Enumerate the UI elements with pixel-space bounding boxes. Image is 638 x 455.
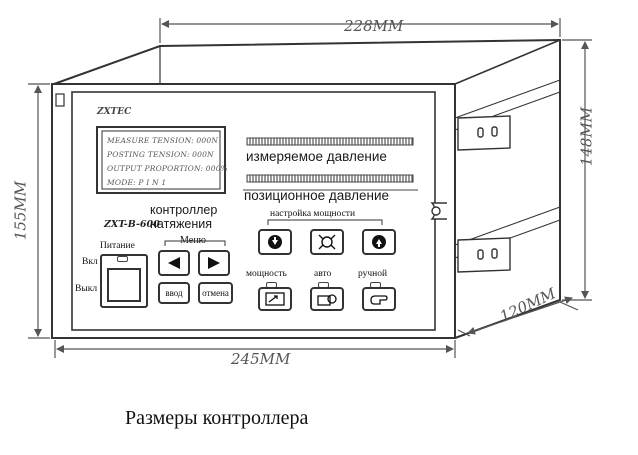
- auto-mode-button[interactable]: [310, 287, 344, 311]
- lcd-line-4: MODE: P I N 1: [107, 178, 167, 187]
- lcd-line-2: POSTING TENSION: 000N: [107, 150, 214, 159]
- dim-depth: [457, 296, 579, 337]
- side-screw: [430, 202, 447, 220]
- up-circle-icon: [372, 235, 386, 249]
- compress-arrows-icon: [318, 234, 336, 250]
- power-on-label: Вкл: [82, 257, 98, 267]
- arrow-left-icon: [168, 257, 180, 269]
- power-mode-button[interactable]: [258, 287, 292, 311]
- dim-right-label: 148MM: [577, 106, 596, 167]
- power-label: Питание: [100, 241, 135, 251]
- position-pressure-label: позиционное давление: [244, 188, 389, 203]
- power-mode-icon: [265, 292, 285, 306]
- arrow-right-icon: [208, 257, 220, 269]
- dim-left: [28, 83, 50, 339]
- dim-top-label: 228MM: [344, 17, 404, 35]
- manual-label: ручной: [358, 269, 388, 279]
- dim-left-label: 155MM: [11, 180, 30, 241]
- dim-top: [159, 18, 561, 43]
- menu-right-button[interactable]: [198, 250, 230, 276]
- power-mode-label: мощность: [246, 269, 287, 279]
- hand-icon: [370, 295, 388, 305]
- controller-label-2: натяжения: [150, 217, 213, 231]
- power-increase-button[interactable]: [362, 229, 396, 255]
- power-decrease-button[interactable]: [258, 229, 292, 255]
- cancel-button-label: отмена: [202, 288, 229, 298]
- dim-bottom-label: 245MM: [231, 350, 291, 368]
- model-label: ZXT-B-600: [104, 219, 160, 230]
- menu-left-button[interactable]: [158, 250, 190, 276]
- lcd-screen: [96, 126, 226, 194]
- power-off-label: Выкл: [75, 284, 98, 294]
- brand-logo-text: ZXTEC: [97, 107, 132, 117]
- manual-mode-button[interactable]: [362, 287, 396, 311]
- down-circle-icon: [268, 235, 282, 249]
- auto-label: авто: [314, 269, 332, 279]
- side-brackets: [457, 115, 511, 273]
- power-switch[interactable]: [100, 254, 148, 308]
- diagram-caption: Размеры контроллера: [125, 407, 309, 429]
- lcd-line-1: MEASURE TENSION: 000N: [107, 136, 219, 145]
- auto-mode-icon: [317, 294, 337, 306]
- bar-graph-strips: [243, 137, 418, 191]
- cancel-button[interactable]: отмена: [198, 282, 233, 304]
- power-switch-rocker[interactable]: [107, 268, 141, 302]
- power-setting-label: настройка мощности: [270, 209, 356, 219]
- enter-button-label: ввод: [165, 288, 183, 298]
- menu-label: Меню: [180, 235, 207, 246]
- power-reset-button[interactable]: [310, 229, 344, 255]
- dim-bottom: [54, 340, 456, 358]
- controller-label-1: контроллер: [150, 203, 218, 217]
- lcd-line-3: OUTPUT PROPORTION: 000%: [107, 164, 229, 173]
- measured-pressure-label: измеряемое давление: [246, 149, 387, 164]
- enter-button[interactable]: ввод: [158, 282, 190, 304]
- power-led: [117, 256, 128, 262]
